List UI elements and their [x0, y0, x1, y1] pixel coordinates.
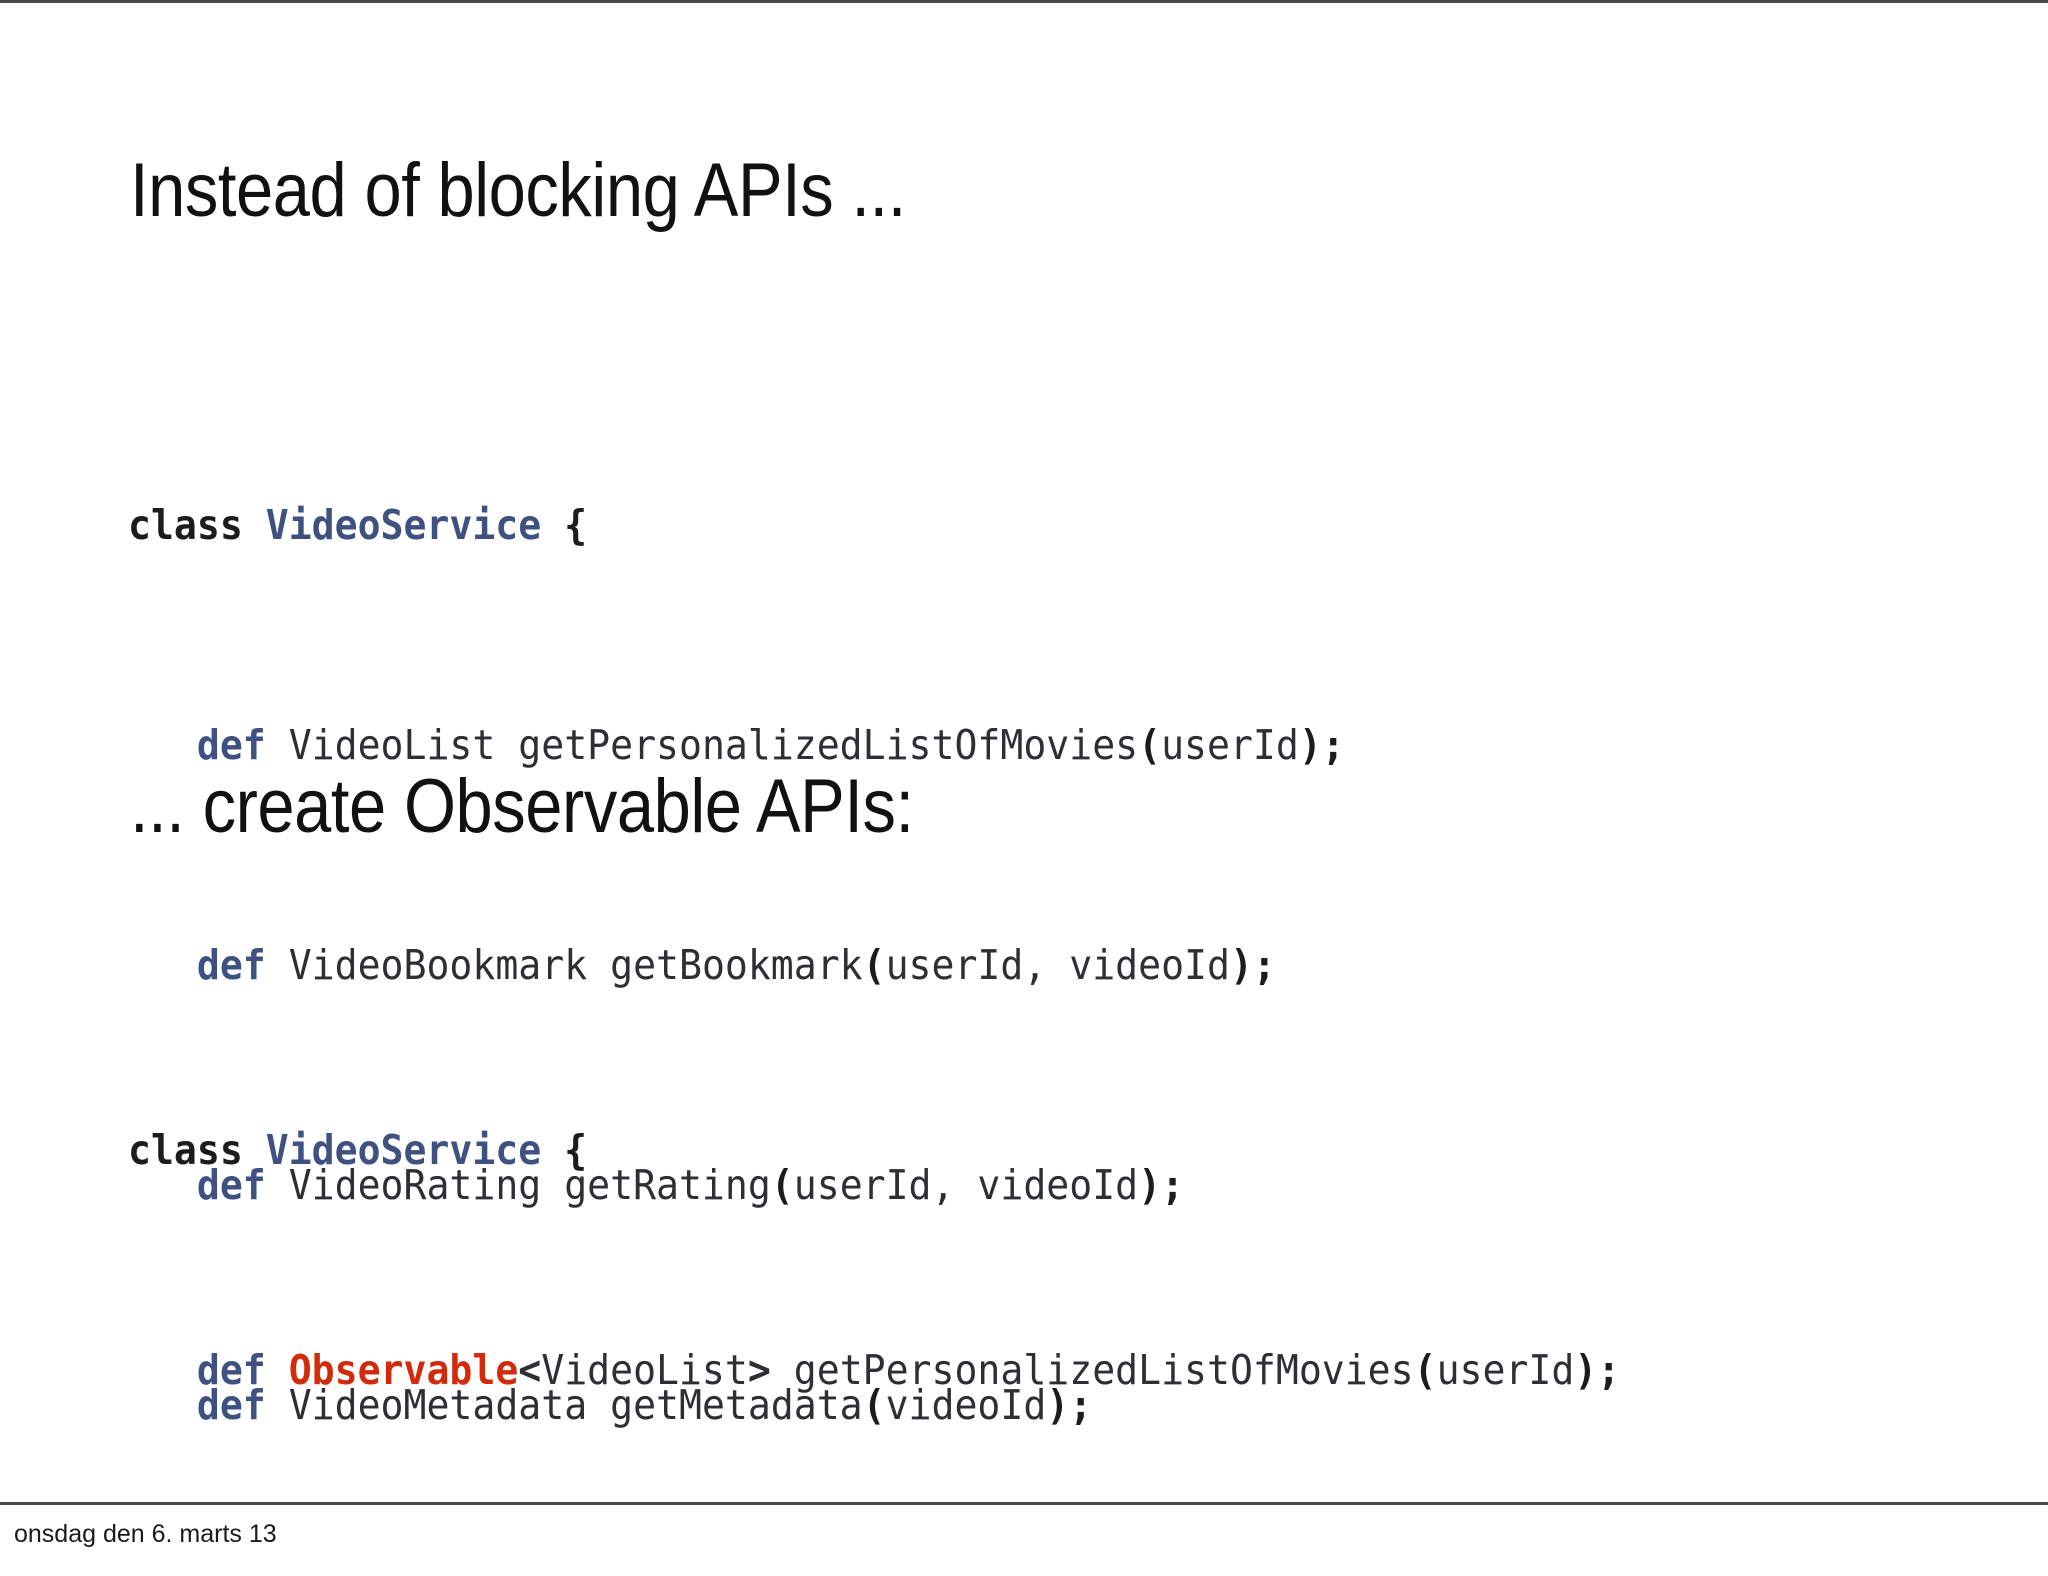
token-keyword-def: def: [196, 1161, 266, 1209]
token-space: [541, 501, 564, 549]
code-line-class-declaration: class VideoService {: [128, 1123, 1620, 1178]
token-method-args: userId, videoId: [793, 1161, 1139, 1209]
token-space: [243, 501, 266, 549]
token-class-name: VideoService: [265, 1126, 542, 1174]
token-keyword-class: class: [128, 501, 243, 549]
token-semicolon: ;: [1252, 941, 1276, 989]
code-block-observable-apis: class VideoService { def Observable<Vide…: [128, 958, 1620, 1502]
token-method-name: getBookmark: [610, 941, 863, 989]
token-keyword-def: def: [196, 721, 266, 769]
token-open-brace: {: [564, 501, 588, 549]
token-keyword-class: class: [128, 1126, 243, 1174]
code-line-method: def VideoList getPersonalizedListOfMovie…: [128, 718, 1345, 773]
slide-canvas: Instead of blocking APIs ... class Video…: [0, 0, 2048, 1505]
token-close-paren: ): [1574, 1346, 1598, 1394]
token-return-type: VideoMetadata: [288, 1381, 588, 1429]
heading-instead-of-blocking-apis: Instead of blocking APIs ...: [130, 148, 906, 233]
token-close-paren: ): [1229, 941, 1253, 989]
token-space: [495, 721, 518, 769]
token-method-name: getPersonalizedListOfMovies: [793, 1346, 1414, 1394]
code-line-method: def Observable<VideoList> getPersonalize…: [128, 1343, 1620, 1398]
heading-create-observable-apis: ... create Observable APIs:: [130, 764, 914, 849]
token-method-args: userId: [1161, 721, 1299, 769]
token-close-paren: ): [1138, 1161, 1162, 1209]
token-space: [541, 1126, 564, 1174]
token-open-paren: (: [770, 1161, 794, 1209]
token-return-type: VideoList: [288, 721, 496, 769]
token-keyword-def: def: [196, 1381, 266, 1429]
token-method-name: getPersonalizedListOfMovies: [518, 721, 1139, 769]
token-method-args: userId: [1436, 1346, 1575, 1394]
token-return-type: VideoBookmark: [288, 941, 588, 989]
token-open-paren: (: [862, 1381, 886, 1429]
token-space: [266, 1346, 289, 1394]
token-close-paren: ): [1298, 721, 1322, 769]
code-block-blocking-apis: class VideoService { def VideoList getPe…: [128, 333, 1345, 1502]
token-semicolon: ;: [1069, 1381, 1093, 1429]
token-return-type: VideoRating: [288, 1161, 542, 1209]
token-keyword-def: def: [196, 941, 266, 989]
token-semicolon: ;: [1161, 1161, 1185, 1209]
token-indent: [128, 1346, 197, 1394]
token-observable-type: Observable: [288, 1346, 519, 1394]
token-method-name: getRating: [564, 1161, 771, 1209]
slide-footer: onsdag den 6. marts 13: [0, 1508, 2048, 1576]
token-open-paren: (: [862, 941, 886, 989]
token-method-args: videoId: [885, 1381, 1047, 1429]
token-close-paren: ): [1046, 1381, 1070, 1429]
token-keyword-def: def: [196, 1346, 266, 1394]
token-semicolon: ;: [1321, 721, 1345, 769]
token-generic-close: >: [747, 1346, 771, 1394]
token-space: [266, 721, 289, 769]
token-open-paren: (: [1138, 721, 1162, 769]
token-method-args: userId, videoId: [885, 941, 1230, 989]
token-space: [771, 1346, 794, 1394]
token-semicolon: ;: [1597, 1346, 1621, 1394]
token-class-name: VideoService: [265, 501, 542, 549]
token-open-paren: (: [1413, 1346, 1437, 1394]
token-space: [243, 1126, 266, 1174]
token-method-name: getMetadata: [610, 1381, 863, 1429]
code-line-method: def VideoBookmark getBookmark(userId, vi…: [128, 938, 1345, 993]
footer-date-label: onsdag den 6. marts 13: [14, 1520, 277, 1548]
code-line-class-declaration: class VideoService {: [128, 498, 1345, 553]
token-generic-type: VideoList: [541, 1346, 748, 1394]
token-generic-open: <: [518, 1346, 542, 1394]
code-line-method: def VideoMetadata getMetadata(videoId);: [128, 1378, 1345, 1433]
token-indent: [128, 721, 197, 769]
code-line-method: def VideoRating getRating(userId, videoI…: [128, 1158, 1345, 1213]
token-open-brace: {: [564, 1126, 588, 1174]
